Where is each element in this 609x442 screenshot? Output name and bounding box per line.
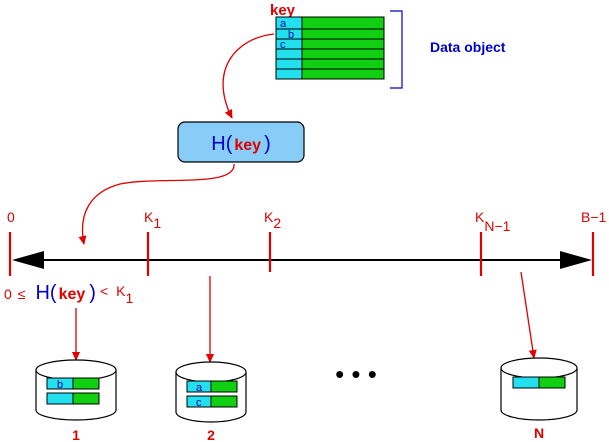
range-condition: 0≤H(key)<K1 [4,282,134,306]
hash-arg-label: key [234,137,261,154]
hash-function-box: H(key) [177,121,305,163]
bucket-2: a c 2 [175,361,247,442]
bucket-n-top [500,357,578,379]
label-k1: K1 [144,209,161,231]
number-line: 0 K1 K2 KN−1 B−1 [7,209,607,276]
bucket-2-cell-0: a [196,382,203,394]
row-label-b: b [288,29,294,41]
bucket-1-label: 1 [72,427,80,442]
bucket-n-label: N [534,425,544,441]
bucket-2-top [175,361,247,383]
bucket-ellipsis: • • • [335,359,377,389]
label-k2: K2 [264,209,281,231]
bucket-n: N [500,357,578,441]
arrow-to-bucket-n [520,271,537,359]
hash-close-label: ) [264,133,271,155]
condition-text: 0≤H(key)<K1 [4,282,134,306]
label-end: B−1 [581,209,607,225]
bucket-2-cell-1: c [196,397,202,409]
number-line-left-arrowhead [12,251,44,269]
hash-fn-label: H( [211,133,232,155]
label-kn-1: KN−1 [475,209,511,234]
arrow-hash-to-line [78,163,235,245]
hash-box-rect [177,121,305,163]
value-column [301,16,385,80]
data-object-caption: Data object [430,39,506,55]
bucket-1-cell-0: b [57,379,63,391]
row-label-c: c [280,39,286,51]
hash-box-text: H(key) [211,133,270,155]
data-object-table: key a b c Data object [270,2,506,89]
arrow-key-to-hash [222,33,275,119]
data-object-bracket [390,10,403,89]
data-object-key-label: key [270,2,296,19]
label-zero: 0 [7,209,15,225]
bucket-1: b 1 [35,359,117,442]
row-label-a: a [280,18,287,30]
bucket-2-label: 2 [207,427,215,442]
number-line-right-arrowhead [560,251,592,269]
bucket-1-top [35,359,117,381]
